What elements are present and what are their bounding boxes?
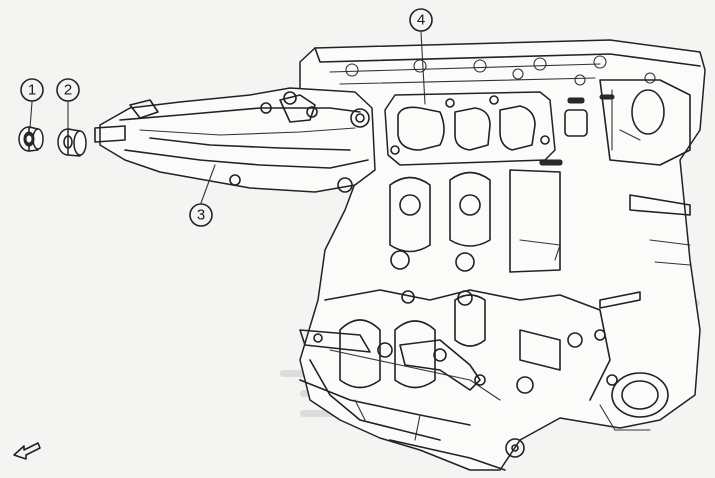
leader-lines	[29, 31, 426, 204]
callout-3-number: 3	[197, 207, 205, 224]
arrow-left-icon	[13, 442, 41, 460]
bushing-part	[18, 126, 44, 152]
callout-1-number: 1	[28, 82, 36, 99]
lower-block	[299, 289, 669, 471]
callout-1: 1	[20, 78, 44, 102]
manifold-gasket	[384, 91, 556, 166]
callout-2: 2	[56, 78, 80, 102]
callout-2-number: 2	[64, 82, 72, 99]
callout-4: 4	[409, 8, 433, 32]
callout-3: 3	[189, 203, 213, 227]
intake-pipe-assembly	[94, 87, 376, 193]
callout-4-number: 4	[417, 12, 425, 29]
cylinder-bores	[389, 169, 561, 273]
sleeve-part	[57, 128, 87, 157]
